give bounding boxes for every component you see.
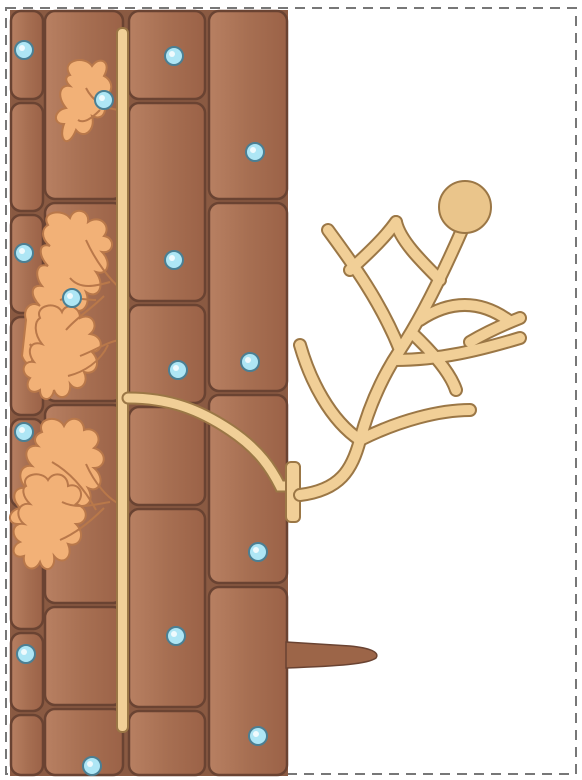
root-cell [209,587,287,775]
external-hyphae [300,222,520,495]
particle-highlight [21,649,27,655]
particle-highlight [245,357,251,363]
particle-highlight [19,45,25,51]
root-cell [209,11,287,199]
particle-highlight [169,51,175,57]
particle-highlight [171,631,177,637]
root-cell [129,407,205,505]
root-cell [45,607,123,705]
root-cell [129,305,205,403]
spore [439,181,491,233]
internal-hypha [117,28,128,732]
particle-highlight [253,547,259,553]
root-cell [129,509,205,707]
particle-highlight [250,147,256,153]
root-cell [11,103,43,211]
particle-highlight [67,293,73,299]
root-cell [129,103,205,301]
particle-highlight [253,731,259,737]
particle-highlight [87,761,93,767]
particle-highlight [99,95,105,101]
particle-highlight [19,427,25,433]
particle-highlight [169,255,175,261]
particle-highlight [173,365,179,371]
root-cell [11,715,43,775]
root-hair [286,642,377,668]
particle-highlight [19,248,25,254]
root-cell [129,711,205,775]
